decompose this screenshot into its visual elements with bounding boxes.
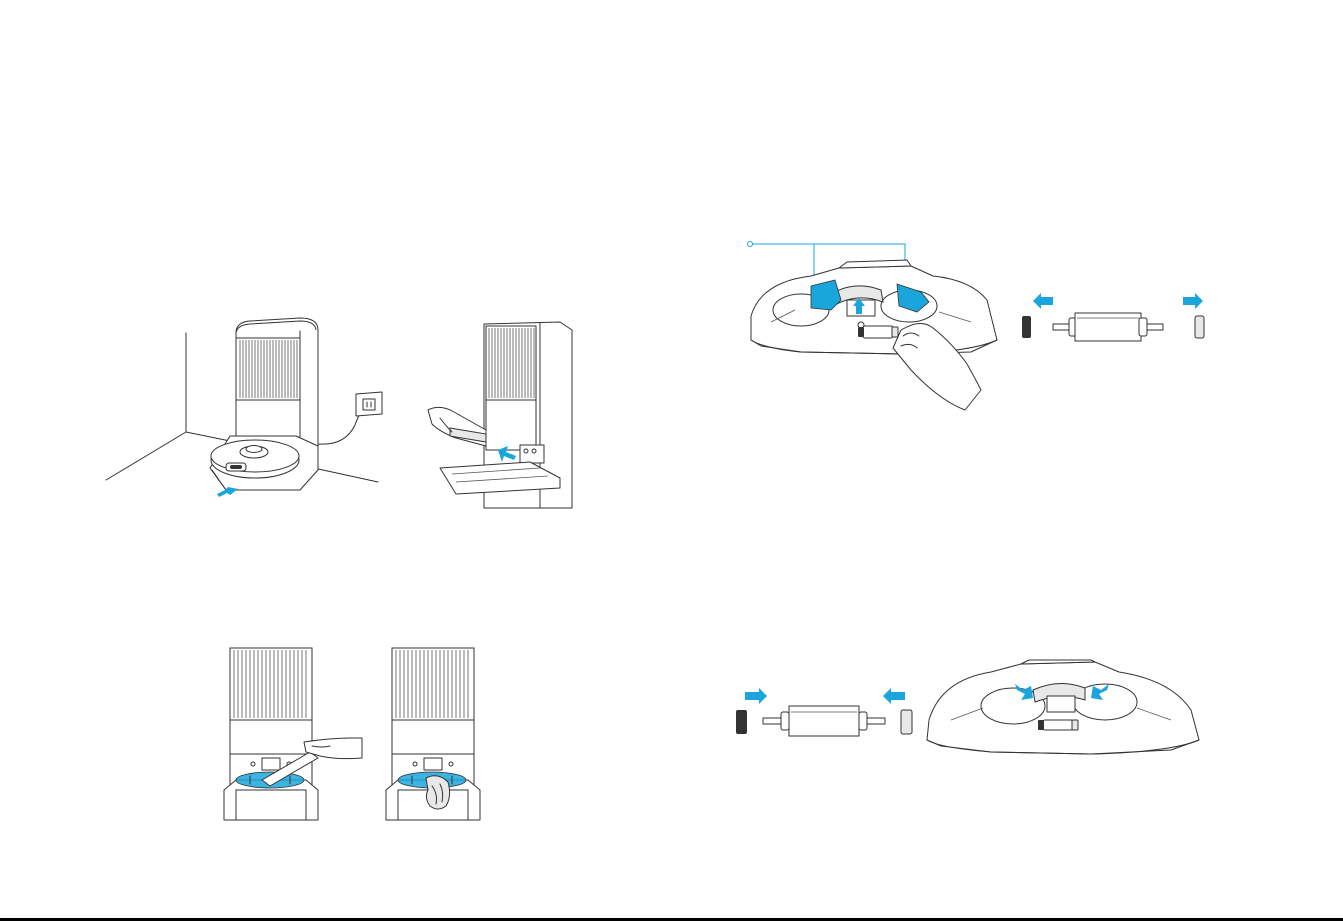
mop-tray bbox=[751, 260, 997, 354]
figure-remove-roller-caps bbox=[1021, 288, 1211, 346]
figure-remove-wheel-assembly bbox=[737, 236, 1047, 418]
end-cap-left bbox=[1022, 316, 1031, 338]
roller bbox=[1053, 313, 1163, 341]
arrow-right bbox=[745, 688, 767, 704]
left-page bbox=[0, 0, 671, 921]
figure-clean-base-brush bbox=[222, 640, 368, 824]
mop-tray bbox=[927, 660, 1199, 754]
wall-outlet bbox=[356, 392, 382, 416]
right-page bbox=[671, 0, 1343, 921]
end-cap-right bbox=[901, 710, 912, 734]
wheel-assembly-small bbox=[858, 326, 898, 338]
end-cap-right bbox=[1195, 316, 1204, 338]
figure-install-wheel-assembly bbox=[921, 660, 1205, 756]
arrow-left bbox=[1033, 293, 1053, 309]
roller bbox=[763, 706, 885, 736]
arrow-left bbox=[883, 688, 905, 704]
cloth-in-hand bbox=[426, 776, 450, 809]
arrow-robot-forward bbox=[217, 487, 238, 497]
figure-wipe-base-cloth bbox=[384, 640, 480, 824]
robot-vacuum bbox=[211, 440, 299, 478]
end-cap-left bbox=[736, 710, 747, 734]
figure-station-robot-outlet bbox=[100, 318, 390, 516]
figure-attach-roller-caps bbox=[731, 684, 919, 744]
figure-remove-ramp bbox=[420, 318, 590, 518]
dock-station-front bbox=[224, 648, 318, 820]
arrow-right bbox=[1183, 293, 1203, 309]
hand-holding-brush bbox=[428, 407, 486, 446]
